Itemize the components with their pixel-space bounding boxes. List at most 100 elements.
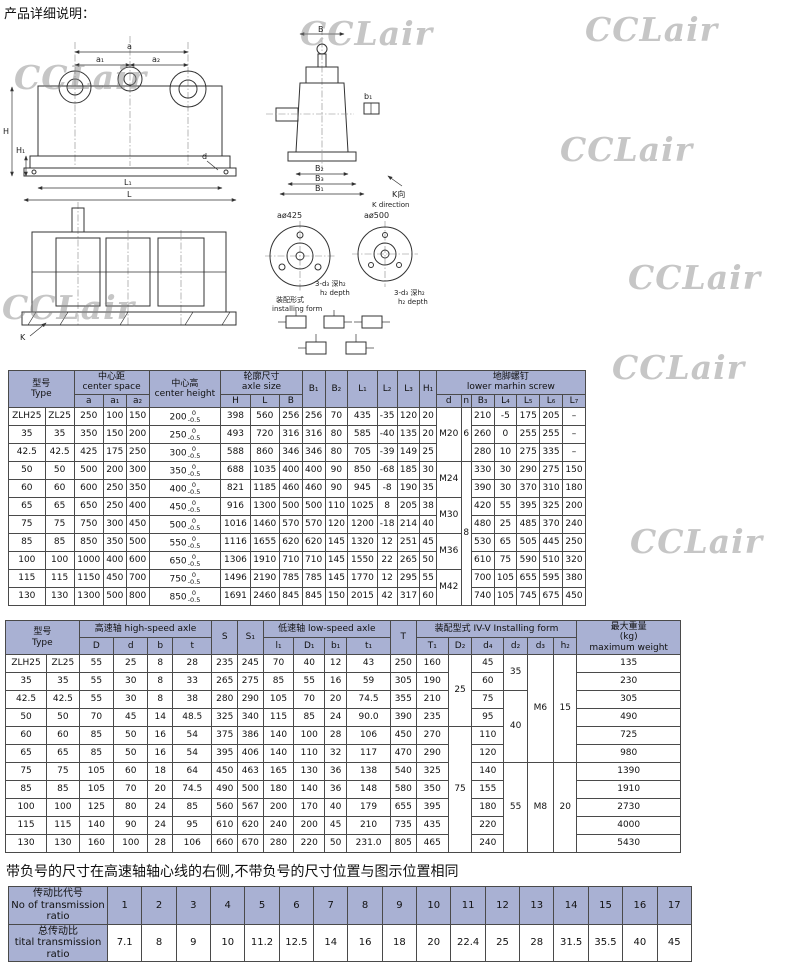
table-cell: 95 (172, 816, 213, 836)
table-cell: 620 (237, 816, 264, 836)
table-cell: 20 (324, 690, 348, 710)
table-cell: 60 (419, 587, 437, 607)
table-cell: 170 (293, 798, 326, 818)
table-cell: 25 (419, 443, 437, 463)
screw-d-cell: M36 (435, 533, 462, 571)
install-form-label-zh: 装配形式 (276, 295, 304, 304)
ratio-value-cell: 40 (622, 923, 658, 962)
table-cell: – (561, 407, 587, 427)
table-cell: 100 (113, 834, 149, 854)
product-spec-page: { "page": { "title_note": "产品详细说明：", "mi… (2, 7, 763, 962)
table-cell: 1116 (220, 533, 251, 553)
table-cell: 2190 (249, 569, 280, 589)
table-cell: 390 (389, 708, 417, 728)
header-line: tital transmission ratio (14, 937, 102, 960)
table-cell: 700 (470, 569, 495, 589)
table-cell: 450 (102, 569, 127, 589)
table-cell: 505 (516, 533, 541, 553)
table-cell: 38 (172, 690, 213, 710)
table-cell: 75 (4, 762, 48, 782)
install-d3-cell: M6 (526, 654, 555, 764)
ratio-code-cell: 16 (622, 886, 658, 925)
table-cell: 250 (102, 479, 127, 499)
install-D2-cell: 75 (447, 726, 473, 854)
table-cell: 100 (44, 551, 75, 571)
table-cell: 185 (396, 461, 421, 481)
install-d2-cell: 40 (503, 690, 528, 764)
screw-n-cell: 8 (460, 461, 472, 607)
table-cell: 30 (493, 479, 518, 499)
screw-n-cell: 6 (460, 407, 472, 463)
tolerance: 0-0.5 (188, 517, 201, 532)
table-cell: 570 (278, 515, 303, 535)
ratio-code-cell: 7 (313, 886, 349, 925)
dim-label-a: a (127, 42, 132, 51)
table-cell: 140 (78, 816, 115, 836)
ratio-code-cell: 13 (519, 886, 555, 925)
ratio-value-cell: 16 (347, 923, 383, 962)
table-cell: 120 (396, 407, 421, 427)
table-cell: 65 (8, 497, 46, 517)
header-line: center space (82, 382, 141, 393)
tol-lower: -0.5 (187, 577, 201, 586)
table-cell: 510 (539, 551, 563, 571)
column-header: H₁ (419, 369, 437, 409)
table-cell: 140 (293, 780, 326, 800)
table-cell: 115 (44, 569, 75, 589)
table-cell: 65 (493, 533, 518, 553)
table-cell: 70 (113, 780, 149, 800)
page-title: 产品详细说明： (4, 7, 96, 22)
ratio-value-cell: 10 (210, 923, 246, 962)
form-icon (361, 315, 383, 329)
table-cell: 130 (8, 587, 46, 607)
table-cell: 85 (46, 780, 80, 800)
install-h2-cell: 20 (553, 762, 578, 854)
tolerance: 0-0.5 (187, 571, 201, 586)
tol-upper: 0 (191, 498, 197, 507)
table-cell: 310 (539, 479, 563, 499)
table-cell: 325 (539, 497, 563, 517)
table-cell: 54 (172, 726, 213, 746)
table-cell: 800 (125, 587, 150, 607)
table-cell: 280 (470, 443, 495, 463)
ratio-value-cell: 14 (313, 923, 349, 962)
mounting-form-icons (278, 310, 390, 355)
table-cell: 75 (44, 515, 75, 535)
ratio-value-cell: 11.2 (244, 923, 280, 962)
header-line: lower marhin screw (466, 382, 555, 393)
table-cell: 100 (293, 726, 326, 746)
table-cell: 138 (346, 762, 391, 782)
table-cell: 1460 (249, 515, 280, 535)
column-header: a (73, 393, 104, 409)
table-cell: 200 (561, 497, 587, 517)
table-cell: 655 (389, 798, 417, 818)
table-cell: 231.0 (346, 834, 391, 854)
table-cell: 85 (262, 672, 295, 692)
table-cell: 220 (471, 816, 505, 836)
table-cell: 560 (249, 407, 280, 427)
table-cell: 100 (46, 798, 80, 818)
k-view-label: K (20, 333, 26, 342)
table-cell: 700 (125, 569, 150, 589)
column-header: h₂ (553, 637, 578, 656)
table-cell: 785 (278, 569, 303, 589)
table-cell: 235 (415, 708, 449, 728)
table-cell: 175 (102, 443, 127, 463)
table-cell: 16 (324, 672, 348, 692)
column-header: b₁ (324, 637, 348, 656)
table-cell: 28 (147, 834, 174, 854)
table-cell: 35 (46, 672, 80, 692)
table-cell: 325 (415, 762, 449, 782)
table-cell: 85 (172, 798, 213, 818)
table-cell: 200 (125, 425, 150, 445)
table-cell: 155 (471, 780, 505, 800)
table-cell: 745 (516, 587, 541, 607)
